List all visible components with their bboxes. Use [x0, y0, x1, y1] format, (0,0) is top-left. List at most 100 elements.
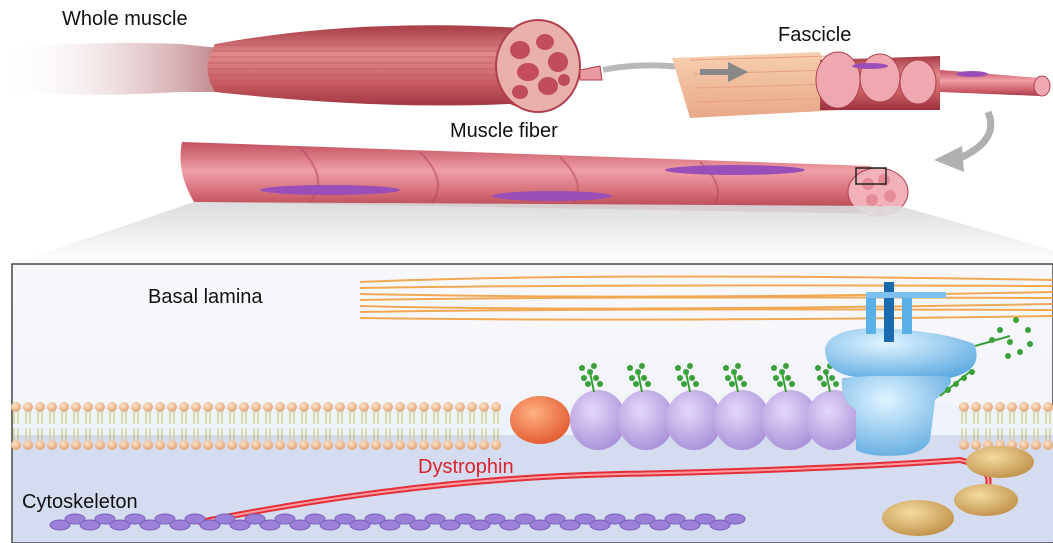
lipid-head	[443, 402, 453, 412]
fascicle-label: Fascicle	[778, 24, 851, 47]
lipid-head	[35, 402, 45, 412]
lipid-head	[275, 402, 285, 412]
sugar-unit	[641, 375, 647, 381]
lipid-head	[107, 402, 117, 412]
lipid-head	[83, 440, 93, 450]
lipid-head	[287, 440, 297, 450]
lipid-head	[431, 402, 441, 412]
lipid-head	[959, 402, 969, 412]
lipid-head	[215, 440, 225, 450]
lipid-head	[359, 440, 369, 450]
sugar-unit	[629, 375, 635, 381]
lipid-head	[1043, 440, 1053, 450]
lipid-head	[383, 440, 393, 450]
lipid-head	[1019, 440, 1029, 450]
lipid-head	[47, 440, 57, 450]
sugar-unit	[823, 369, 829, 375]
lipid-head	[215, 402, 225, 412]
sugar-unit	[587, 369, 593, 375]
sugar-unit	[639, 363, 645, 369]
sugar-unit	[681, 381, 687, 387]
lipid-head	[1007, 402, 1017, 412]
sugar-unit	[687, 363, 693, 369]
lipid-head	[11, 402, 21, 412]
lipid-head	[491, 440, 501, 450]
sugar-unit	[593, 375, 599, 381]
lipid-head	[983, 402, 993, 412]
sugar-unit	[731, 369, 737, 375]
sugar-unit	[597, 381, 603, 387]
sugar-unit	[785, 375, 791, 381]
lipid-head	[83, 402, 93, 412]
whole-muscle-illustration	[0, 20, 690, 112]
lipid-head	[1031, 402, 1041, 412]
lipid-head	[419, 402, 429, 412]
lipid-head	[1043, 402, 1053, 412]
lipid-head	[479, 440, 489, 450]
lipid-head	[167, 440, 177, 450]
sugar-unit	[737, 375, 743, 381]
lipid-head	[491, 402, 501, 412]
glycoprotein-bead	[714, 390, 770, 450]
sugar-unit	[627, 365, 633, 371]
sugar-unit	[829, 375, 835, 381]
lipid-head	[71, 402, 81, 412]
sugar-unit	[1027, 341, 1033, 347]
sugar-unit	[693, 381, 699, 387]
sugar-unit	[579, 365, 585, 371]
lipid-head	[179, 440, 189, 450]
cytoskeleton-label: Cytoskeleton	[22, 491, 138, 514]
lipid-head	[455, 402, 465, 412]
lipid-head	[23, 402, 33, 412]
sugar-unit	[741, 381, 747, 387]
lipid-head	[299, 440, 309, 450]
lipid-head	[95, 440, 105, 450]
lipid-head	[263, 402, 273, 412]
lipid-head	[395, 440, 405, 450]
curved-arrow-icon	[960, 112, 991, 158]
lipid-head	[383, 402, 393, 412]
sugar-unit	[789, 381, 795, 387]
lipid-head	[275, 440, 285, 450]
lipid-head	[959, 440, 969, 450]
lipid-head	[23, 440, 33, 450]
sugar-unit	[1017, 349, 1023, 355]
fascicle-illustration	[672, 52, 1050, 118]
sugar-unit	[777, 381, 783, 387]
lipid-head	[287, 402, 297, 412]
lipid-head	[335, 402, 345, 412]
sugar-unit	[581, 375, 587, 381]
sugar-unit	[689, 375, 695, 381]
sugar-unit	[1025, 327, 1031, 333]
lipid-head	[359, 402, 369, 412]
sugar-unit	[725, 375, 731, 381]
sugar-unit	[783, 363, 789, 369]
sugar-unit	[997, 327, 1003, 333]
lipid-head	[203, 402, 213, 412]
sugar-unit	[771, 365, 777, 371]
lipid-head	[323, 440, 333, 450]
lipid-head	[227, 402, 237, 412]
sugar-unit	[773, 375, 779, 381]
lipid-head	[191, 440, 201, 450]
lipid-head	[263, 440, 273, 450]
arrow-head-icon	[934, 146, 964, 172]
lipid-head	[431, 440, 441, 450]
whole-muscle-label: Whole muscle	[62, 8, 188, 31]
lipid-head	[239, 402, 249, 412]
lipid-head	[143, 440, 153, 450]
lipid-head	[119, 402, 129, 412]
lipid-head	[167, 402, 177, 412]
sugar-unit	[1005, 353, 1011, 359]
lipid-head	[239, 440, 249, 450]
lipid-head	[131, 440, 141, 450]
lipid-head	[311, 440, 321, 450]
lipid-head	[47, 402, 57, 412]
lipid-head	[59, 440, 69, 450]
lipid-head	[227, 440, 237, 450]
lipid-head	[335, 440, 345, 450]
lipid-head	[371, 440, 381, 450]
lipid-head	[455, 440, 465, 450]
lipid-head	[35, 440, 45, 450]
